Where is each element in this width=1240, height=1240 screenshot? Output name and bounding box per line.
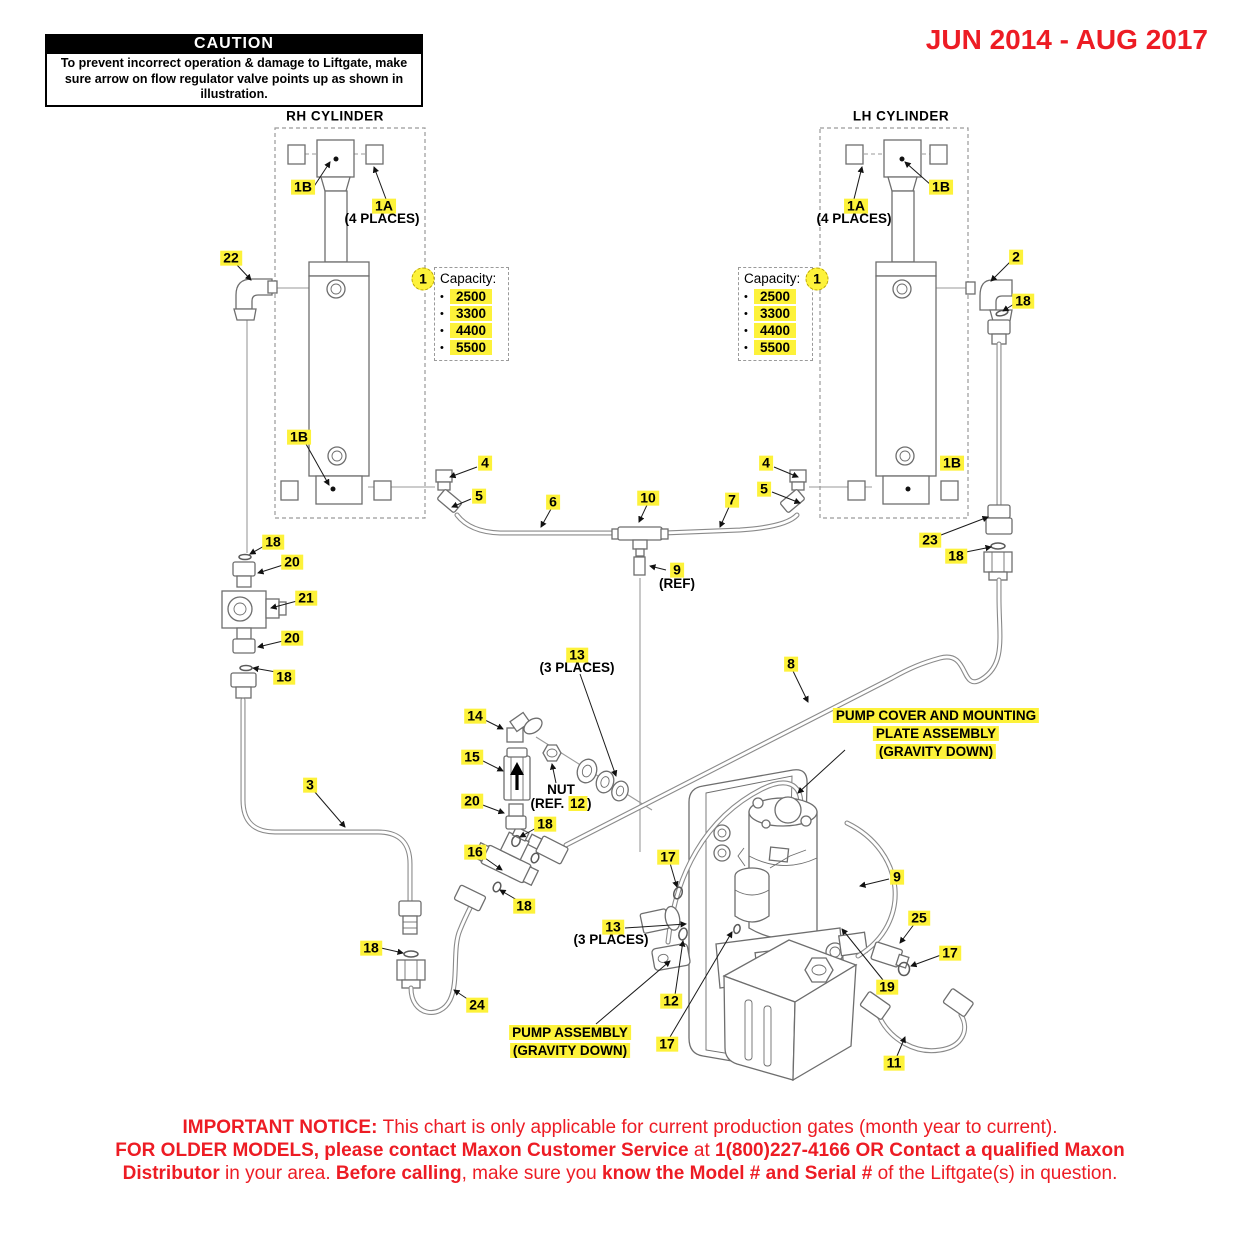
capacity-value-row: •4400 xyxy=(440,322,506,339)
callout-1: 1 xyxy=(411,267,435,291)
callout-18: 18 xyxy=(360,940,382,956)
callout-21: 21 xyxy=(295,590,317,606)
lh-cylinder-drawing xyxy=(845,139,959,505)
callout-20: 20 xyxy=(281,630,303,646)
capacity-box-lh: Capacity: •2500•3300•4400•5500 xyxy=(738,267,813,361)
caution-title: CAUTION xyxy=(45,34,423,54)
callout-1b: 1B xyxy=(287,429,311,445)
lh-cylinder-title: LH CYLINDER xyxy=(852,108,950,124)
notice-line: FOR OLDER MODELS, please contact Maxon C… xyxy=(115,1140,1125,1161)
callout-3places: (3 PLACES) xyxy=(573,931,649,947)
callout-18: 18 xyxy=(945,548,967,564)
callout-10: 10 xyxy=(637,490,659,506)
hose-8 xyxy=(526,577,1003,865)
lh-cylinder-box xyxy=(819,127,969,519)
callout-1b: 1B xyxy=(291,179,315,195)
callout-18: 18 xyxy=(513,898,535,914)
capacity-title: Capacity: xyxy=(744,271,801,286)
callout-18: 18 xyxy=(534,816,556,832)
pump-cover-label: PUMP COVER AND MOUNTING PLATE ASSEMBLY (… xyxy=(832,707,1040,761)
callout-9: 9 xyxy=(890,869,904,885)
callout-20: 20 xyxy=(461,793,483,809)
hose-3 xyxy=(240,697,426,989)
pump-tubes xyxy=(844,820,974,1054)
date-range-title: JUN 2014 - AUG 2017 xyxy=(925,24,1208,55)
callout-23: 23 xyxy=(919,532,941,548)
caution-box: CAUTION To prevent incorrect operation &… xyxy=(45,34,423,107)
notice-line: IMPORTANT NOTICE: This chart is only app… xyxy=(182,1117,1058,1138)
callout-13: 13 xyxy=(566,647,588,663)
callout-5: 5 xyxy=(472,488,486,504)
callout-18: 18 xyxy=(273,669,295,685)
callout-6: 6 xyxy=(546,494,560,510)
callout-3places: (3 PLACES) xyxy=(539,659,615,675)
callout-9: 9 xyxy=(670,562,684,578)
capacity-value-row: •5500 xyxy=(440,339,506,356)
capacity-list: •2500•3300•4400•5500 xyxy=(440,288,506,356)
callout-2: 2 xyxy=(1009,249,1023,265)
callout-3: 3 xyxy=(303,777,317,793)
important-notice: IMPORTANT NOTICE: This chart is only app… xyxy=(0,1116,1240,1185)
callout-19: 19 xyxy=(876,979,898,995)
callout-22: 22 xyxy=(220,250,242,266)
capacity-value-row: •2500 xyxy=(744,288,810,305)
callout-17: 17 xyxy=(657,849,679,865)
hose-lh-down xyxy=(965,279,1013,581)
rh-cylinder-drawing xyxy=(280,139,392,505)
crossover-hose-assembly xyxy=(435,469,807,576)
capacity-list: •2500•3300•4400•5500 xyxy=(744,288,810,356)
callout-25: 25 xyxy=(908,910,930,926)
callout-11: 11 xyxy=(883,1055,905,1071)
callout-5: 5 xyxy=(757,481,771,497)
callout-4places: (4 PLACES) xyxy=(344,210,420,226)
hose-24 xyxy=(408,884,487,1015)
callout-16: 16 xyxy=(464,844,486,860)
callout-18: 18 xyxy=(262,534,284,550)
callout-1: 1 xyxy=(805,267,829,291)
capacity-value-row: •4400 xyxy=(744,322,810,339)
callout-24: 24 xyxy=(466,997,488,1013)
callout-7: 7 xyxy=(725,492,739,508)
callout-14: 14 xyxy=(464,708,486,724)
callout-8: 8 xyxy=(784,656,798,672)
rh-cylinder-box xyxy=(274,127,426,519)
callout-4places: (4 PLACES) xyxy=(816,210,892,226)
callout-4: 4 xyxy=(759,455,773,471)
pump-assembly-label: PUMP ASSEMBLY (GRAVITY DOWN) xyxy=(509,1024,631,1060)
capacity-box-rh: Capacity: •2500•3300•4400•5500 xyxy=(434,267,509,361)
notice-line: Distributor in your area. Before calling… xyxy=(122,1163,1118,1184)
callout-17: 17 xyxy=(939,945,961,961)
capacity-value-row: •2500 xyxy=(440,288,506,305)
capacity-value-row: •5500 xyxy=(744,339,810,356)
callout-ref: (REF) xyxy=(659,575,695,591)
callout-leader-lines xyxy=(236,161,1015,1057)
capacity-title: Capacity: xyxy=(440,271,497,286)
caution-text: To prevent incorrect operation & damage … xyxy=(45,54,423,107)
callout-1a: 1A xyxy=(844,198,868,214)
nut-ref-label: NUT (REF. 12) xyxy=(530,782,592,811)
capacity-value-row: •3300 xyxy=(744,305,810,322)
flow-regulator-stack-left xyxy=(221,278,287,699)
callout-1a: 1A xyxy=(372,198,396,214)
callout-20: 20 xyxy=(281,554,303,570)
reservoir-tank xyxy=(722,939,858,1082)
callout-13: 13 xyxy=(602,919,624,935)
callout-15: 15 xyxy=(461,749,483,765)
rh-cylinder-title: RH CYLINDER xyxy=(286,108,384,124)
callout-1b: 1B xyxy=(929,179,953,195)
callout-18: 18 xyxy=(1012,293,1034,309)
callout-12: 12 xyxy=(660,993,682,1009)
callout-1b: 1B xyxy=(940,455,964,471)
callout-17: 17 xyxy=(656,1036,678,1052)
callout-4: 4 xyxy=(478,455,492,471)
capacity-value-row: •3300 xyxy=(440,305,506,322)
